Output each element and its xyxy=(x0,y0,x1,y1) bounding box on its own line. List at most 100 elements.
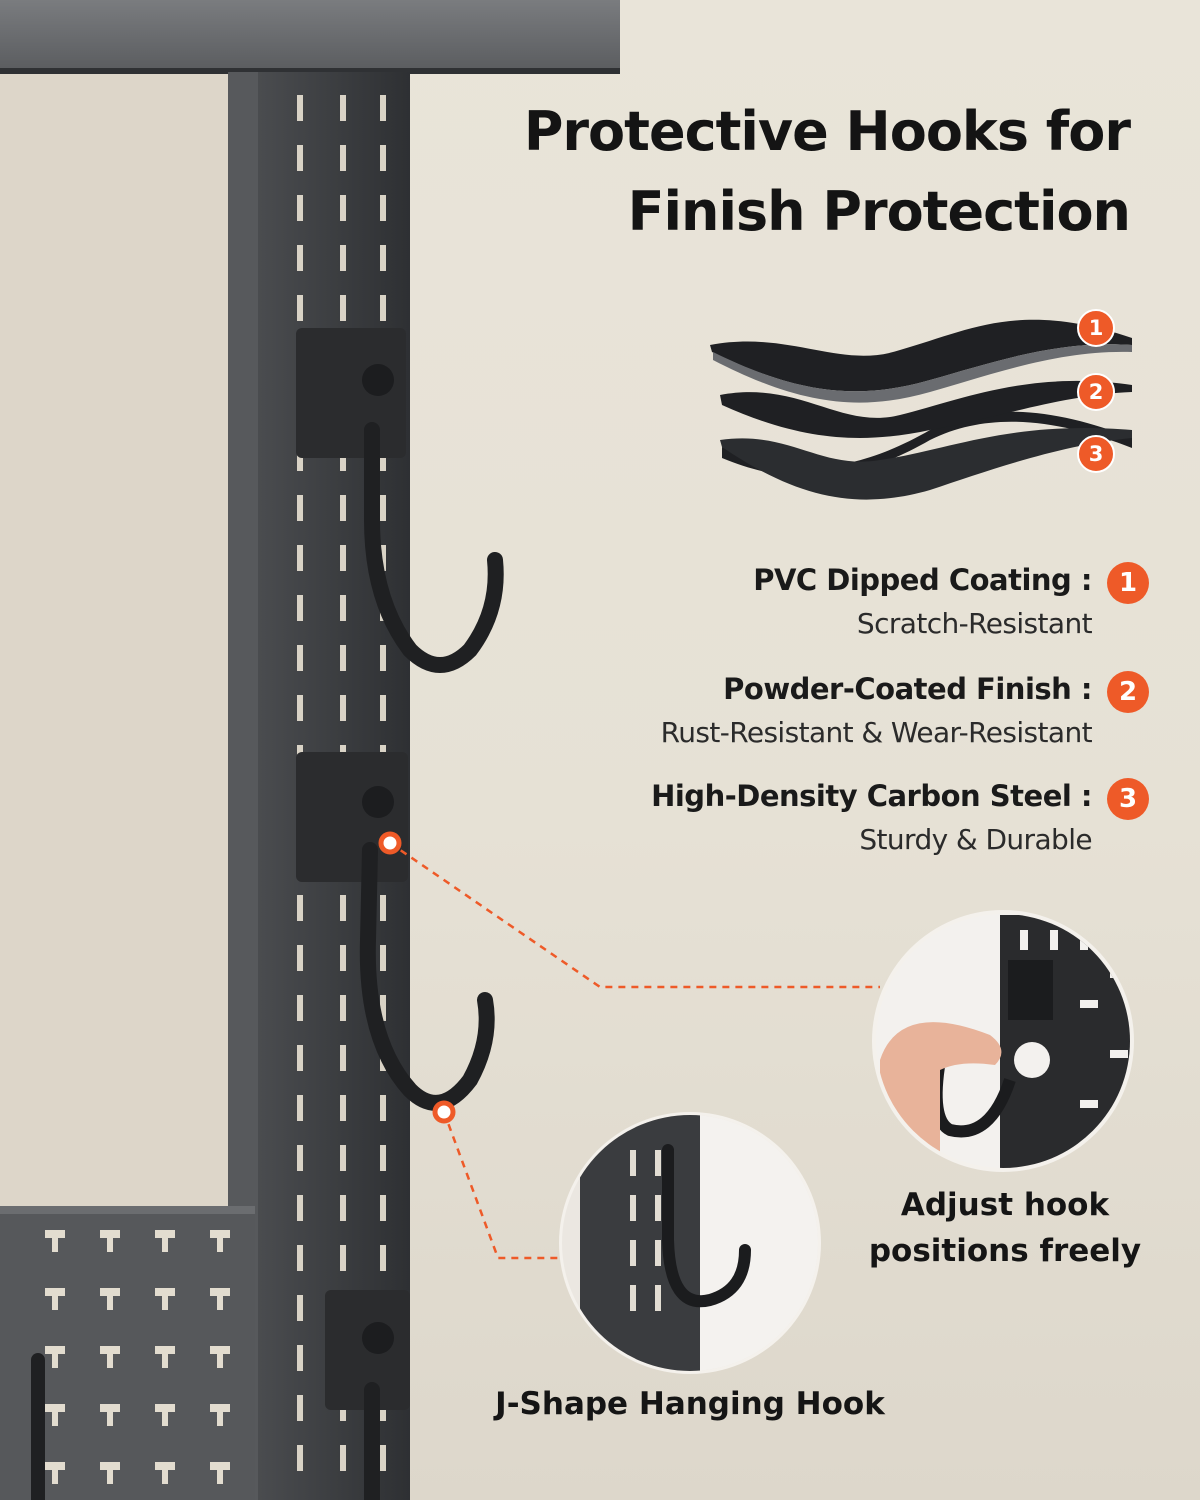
feature-item-2: Powder-Coated Finish : Rust-Resistant & … xyxy=(660,672,1093,749)
adjust-caption-line-2: positions freely xyxy=(868,1233,1142,1269)
feature-desc: Scratch-Resistant xyxy=(856,607,1093,640)
title-line-1: Protective Hooks for xyxy=(523,100,1131,163)
post-slot xyxy=(380,95,386,121)
post-slot xyxy=(340,1245,346,1271)
feature-desc: Sturdy & Durable xyxy=(859,823,1092,856)
post-slot xyxy=(340,1145,346,1171)
panel-slot xyxy=(217,1238,223,1252)
post-slot xyxy=(297,1295,303,1321)
post-slot xyxy=(380,545,386,571)
panel-slot xyxy=(100,1462,120,1470)
panel-slot xyxy=(210,1288,230,1296)
panel-slot xyxy=(217,1412,223,1426)
post-slot xyxy=(297,895,303,921)
layer-stack-icon xyxy=(710,319,1132,500)
post-slot xyxy=(380,1245,386,1271)
adjust-caption-line-1: Adjust hook xyxy=(900,1187,1110,1223)
post-slot xyxy=(297,195,303,221)
feature-item-3: High-Density Carbon Steel : Sturdy & Dur… xyxy=(651,779,1093,856)
post-slot xyxy=(340,945,346,971)
panel-slot xyxy=(52,1354,58,1368)
post-slot xyxy=(340,1195,346,1221)
post-slot xyxy=(340,695,346,721)
post-slot xyxy=(380,1095,386,1121)
panel-slot xyxy=(107,1470,113,1484)
layer-badge-2: 2 xyxy=(1077,373,1115,411)
top-shelf xyxy=(0,0,620,72)
panel-slot xyxy=(45,1288,65,1296)
post-slot xyxy=(380,145,386,171)
post-slot xyxy=(380,195,386,221)
post-slot xyxy=(297,1445,303,1471)
post-slot xyxy=(340,295,346,321)
post-slot xyxy=(297,1245,303,1271)
feature-badge-1: 1 xyxy=(1107,562,1149,604)
panel-slot xyxy=(162,1238,168,1252)
panel-slot xyxy=(107,1296,113,1310)
post-slot xyxy=(297,95,303,121)
panel-slot xyxy=(162,1296,168,1310)
feature-badge-3: 3 xyxy=(1107,778,1149,820)
panel-slot xyxy=(100,1346,120,1354)
panel-slot xyxy=(155,1288,175,1296)
layer-badge-1: 1 xyxy=(1077,309,1115,347)
post-slot xyxy=(380,645,386,671)
panel-slot xyxy=(52,1238,58,1252)
post-slot xyxy=(380,945,386,971)
post-slot xyxy=(380,495,386,521)
panel-slot xyxy=(210,1404,230,1412)
post-slot xyxy=(297,945,303,971)
post-slot xyxy=(297,145,303,171)
panel-slot xyxy=(210,1346,230,1354)
panel-slot xyxy=(210,1462,230,1470)
panel-slot xyxy=(217,1470,223,1484)
post-slot xyxy=(380,995,386,1021)
post-slot xyxy=(340,895,346,921)
feature-desc: Rust-Resistant & Wear-Resistant xyxy=(660,716,1093,749)
post-slot xyxy=(340,495,346,521)
panel-slot xyxy=(107,1354,113,1368)
post-slot xyxy=(297,1195,303,1221)
panel-slot xyxy=(45,1346,65,1354)
feature-name: Powder-Coated Finish : xyxy=(723,672,1092,706)
post-slot xyxy=(297,245,303,271)
panel-slot xyxy=(155,1346,175,1354)
panel-slot xyxy=(217,1296,223,1310)
panel-slot xyxy=(45,1462,65,1470)
post-slot xyxy=(297,645,303,671)
post-slot xyxy=(340,1445,346,1471)
post-slot xyxy=(340,1045,346,1071)
post-slot xyxy=(297,1145,303,1171)
post-slot xyxy=(297,1345,303,1371)
panel-slot xyxy=(100,1230,120,1238)
post-slot xyxy=(297,1095,303,1121)
post-slot xyxy=(340,95,346,121)
panel-slot xyxy=(162,1354,168,1368)
post-slot xyxy=(380,895,386,921)
post-slot xyxy=(297,545,303,571)
panel-slot xyxy=(162,1412,168,1426)
post-slot xyxy=(380,1195,386,1221)
post-slot xyxy=(297,995,303,1021)
post-slot xyxy=(340,1095,346,1121)
post-slot xyxy=(297,495,303,521)
post-slot xyxy=(380,695,386,721)
feature-item-1: PVC Dipped Coating : Scratch-Resistant xyxy=(753,563,1092,640)
panel-slot xyxy=(107,1238,113,1252)
post-slot xyxy=(297,1395,303,1421)
layer-badge-3: 3 xyxy=(1077,435,1115,473)
post-slot xyxy=(340,995,346,1021)
panel-slot xyxy=(162,1470,168,1484)
panel-slot xyxy=(52,1296,58,1310)
post-slot xyxy=(340,245,346,271)
post-slot xyxy=(380,295,386,321)
panel-slot xyxy=(52,1470,58,1484)
post-slot xyxy=(297,1045,303,1071)
panel-slot xyxy=(155,1462,175,1470)
post-slot xyxy=(297,295,303,321)
panel-slot xyxy=(210,1230,230,1238)
page-title: Protective Hooks for Finish Protection xyxy=(523,92,1131,252)
post-slot xyxy=(297,595,303,621)
panel-slot xyxy=(155,1404,175,1412)
